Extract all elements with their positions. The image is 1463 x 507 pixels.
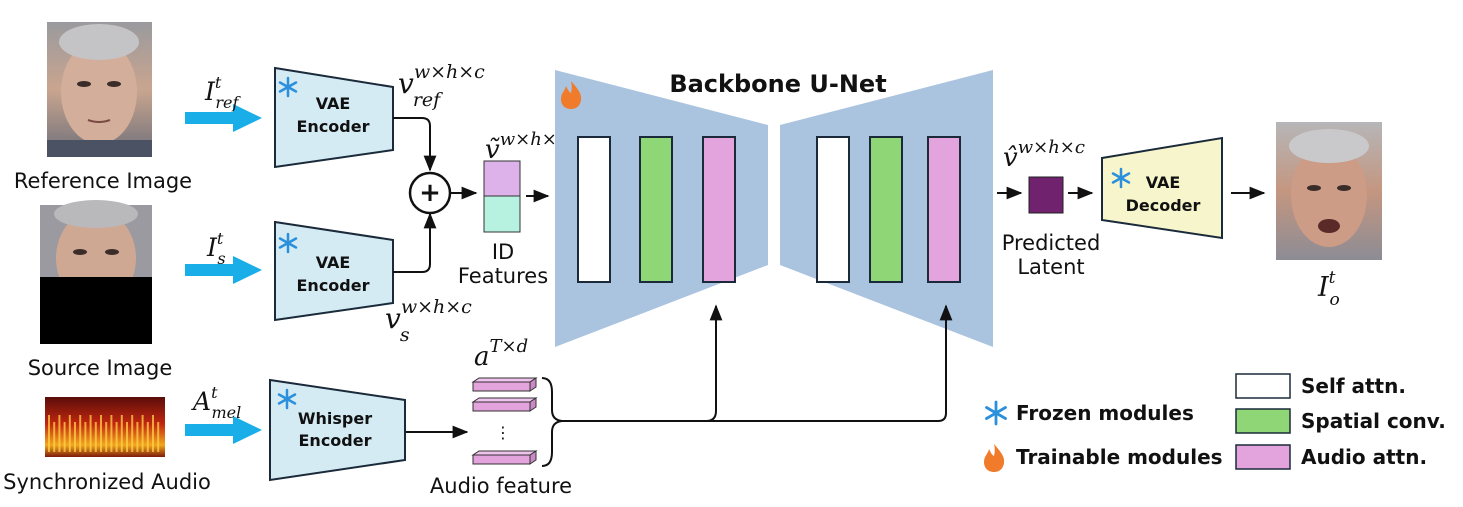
ref-to-plus-connector [393,117,437,172]
audio-attn-layer [702,136,736,283]
audio-feature-stack: ⋮ [471,377,538,465]
flame-icon [984,444,1005,472]
vae-decoder-line1: VAE [1146,173,1181,192]
svg-text:+: + [419,178,441,208]
self-attn-layer [577,136,611,283]
flame-icon [561,81,582,109]
output-image [1276,122,1382,260]
id-features-label-1: ID [492,240,514,264]
vae-encoder-src-line2: Encoder [297,276,370,295]
source-image-label: Source Image [28,356,173,380]
vae-encoder-ref: VAE Encoder [274,66,394,169]
v-hat-symbol: v̂w×h×c [1003,137,1085,173]
snowflake-icon [985,400,1007,426]
whisper-encoder-line2: Encoder [299,431,372,450]
audio-token-bar [471,450,538,465]
audio-feature-brace [541,377,563,467]
input-arrow-src [185,256,262,284]
legend-spatial-conv-label: Spatial conv. [1301,409,1446,433]
legend-self-attn-swatch [1235,373,1291,399]
audio-label: Synchronized Audio [3,470,211,494]
unet-layer-stack-right [816,136,961,283]
legend-audio-attn-label: Audio attn. [1301,445,1427,469]
self-attn-layer [816,136,850,283]
concat-plus-node: + [408,171,452,215]
audio-token-ellipsis: ⋮ [495,423,511,442]
reference-image-label: Reference Image [14,169,192,193]
src-to-plus-connector [393,212,437,273]
vae-encoder-src-line1: VAE [316,253,351,272]
predicted-latent-label-1: Predicted [1002,231,1101,255]
predicted-latent-block [1028,176,1064,214]
reference-image [47,22,152,157]
source-image [40,200,152,344]
audio-attn-layer [927,136,961,283]
spatial-conv-layer [869,136,903,283]
legend-self-attn-label: Self attn. [1301,374,1406,398]
backbone-title: Backbone U-Net [669,70,886,98]
audio-spectrogram [45,397,165,457]
vae-encoder-ref-line2: Encoder [297,117,370,136]
vae-encoder-src: VAE Encoder [274,220,394,322]
legend-trainable-label: Trainable modules [1016,445,1223,469]
legend-spatial-conv-swatch [1235,408,1291,434]
input-arrow-ref [185,104,262,132]
snowflake-icon [1111,167,1131,189]
id-features-block [483,160,521,233]
snowflake-icon [278,232,298,254]
audio-token-bar [471,397,538,412]
id-features-label-2: Features [458,264,548,288]
unet-layer-stack-left [577,136,736,283]
snowflake-icon [277,388,297,410]
whisper-encoder-line1: Whisper [298,409,372,428]
a-td-symbol: aT×d [474,336,528,372]
vae-encoder-ref-line1: VAE [316,94,351,113]
whisper-encoder: Whisper Encoder [269,378,406,482]
legend-audio-attn-swatch [1235,444,1291,470]
vae-decoder-line2: Decoder [1126,196,1201,215]
audio-token-bar [471,377,538,392]
predicted-latent-label-2: Latent [1017,255,1084,279]
snowflake-icon [278,76,298,98]
vae-decoder: VAE Decoder [1101,136,1223,240]
legend: Frozen modules Trainable modules Self at… [984,373,1446,472]
input-arrow-audio [185,416,262,444]
legend-frozen-label: Frozen modules [1016,401,1194,425]
spatial-conv-layer [639,136,673,283]
audio-feature-label: Audio feature [430,474,572,498]
audio-to-unet-right-connector [706,304,953,422]
